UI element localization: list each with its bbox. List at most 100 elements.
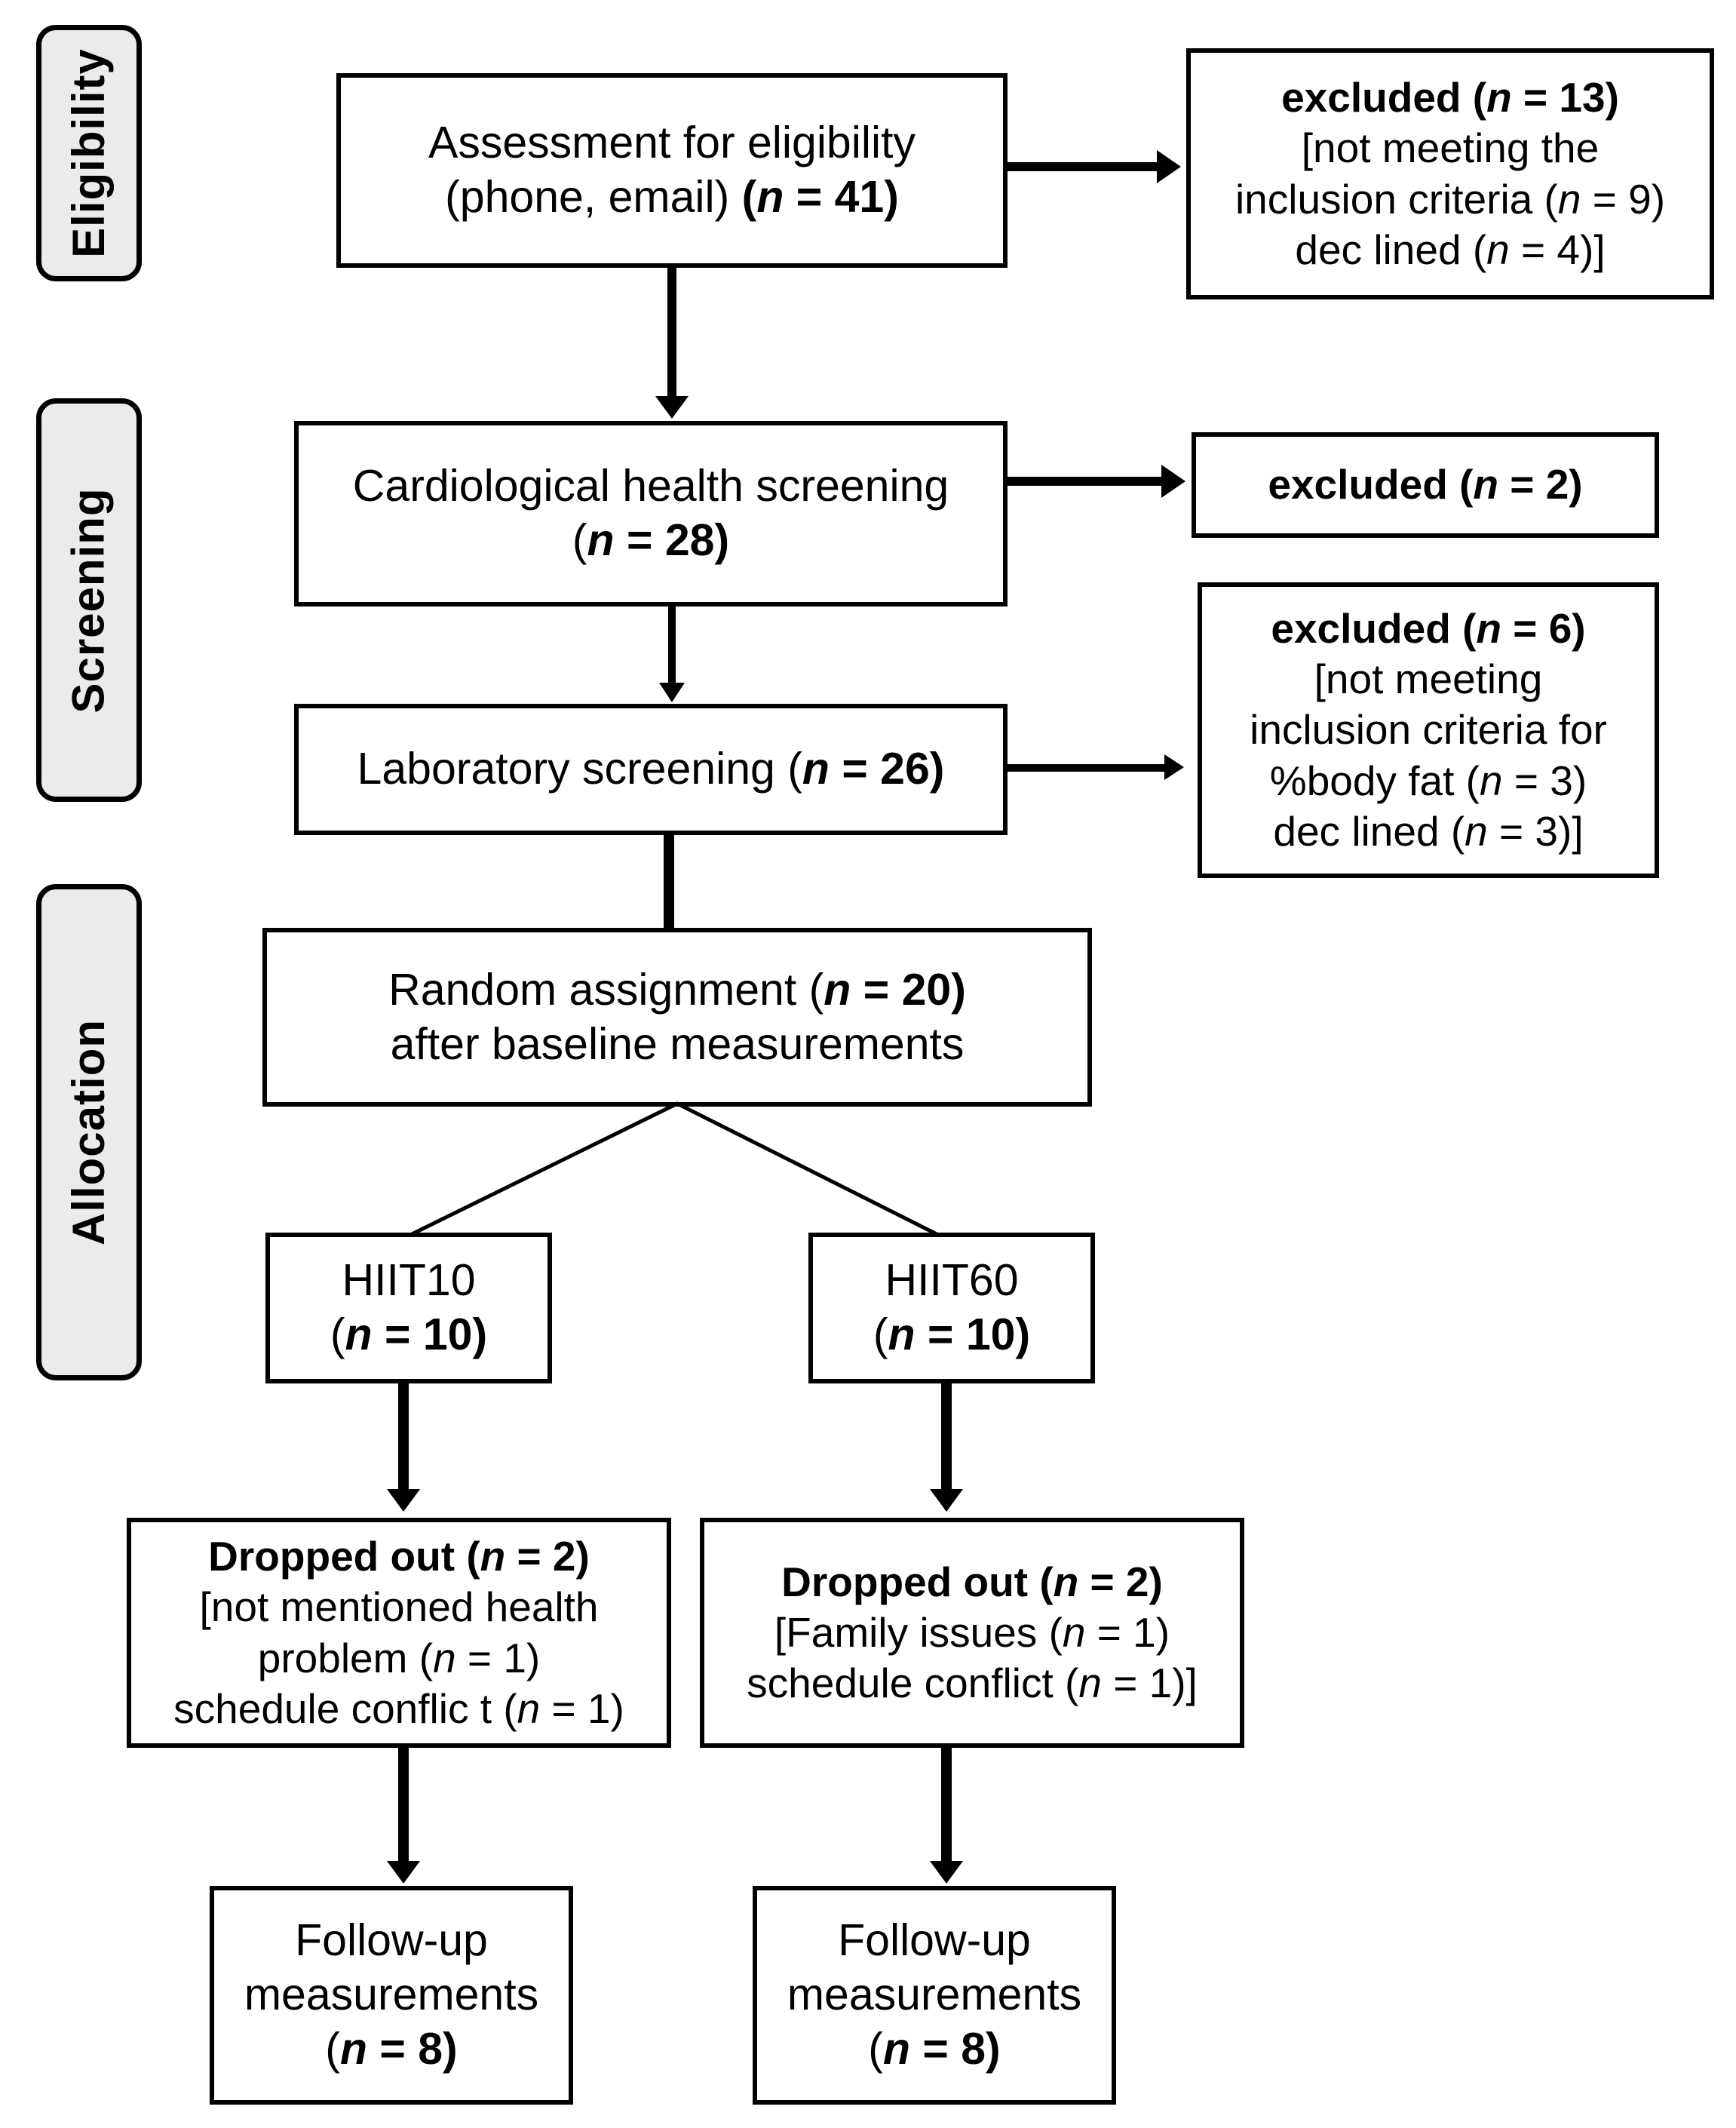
excluded-6-line-2: [not meeting: [1314, 656, 1543, 703]
cardiological-n: n: [587, 515, 615, 565]
excluded-6-n: n: [1476, 605, 1502, 653]
laboratory-label: Laboratory screening (: [357, 744, 802, 794]
followup-left-line-3: (n = 8): [325, 2022, 457, 2077]
arrowhead-cardiological-to-excluded2: [1161, 465, 1185, 498]
excluded-13-line-3-n: n: [1557, 175, 1581, 223]
followup-right-value: = 8): [910, 2023, 1001, 2074]
excluded-13-line-2: [not meeting the: [1301, 124, 1600, 172]
dropped-right-n: n: [1053, 1558, 1079, 1605]
dropped-out-hiit10-box: Dropped out (n = 2) [not mentioned healt…: [127, 1518, 671, 1748]
laboratory-screening-box: Laboratory screening (n = 26): [294, 704, 1008, 835]
dropped-left-line-1: Dropped out (n = 2): [208, 1531, 590, 1582]
excluded-13-n: n: [1486, 74, 1512, 121]
dropped-left-value: = 2): [505, 1533, 590, 1580]
followup-right-line-1: Follow-up: [838, 1915, 1031, 1966]
followup-left-line-2: measurements: [244, 1970, 539, 2020]
laboratory-value: = 26): [829, 744, 945, 794]
excluded-6-line-4-b: = 3): [1502, 757, 1587, 804]
excluded-13-line-4-n: n: [1486, 226, 1510, 273]
followup-right-line-2: measurements: [787, 1970, 1082, 2020]
arrowhead-dropped-to-followup-left: [387, 1861, 420, 1884]
connector-cardiological-to-laboratory: [668, 606, 676, 686]
laboratory-line-1: Laboratory screening (n = 26): [357, 742, 945, 797]
connector-dropped-to-followup-left: [398, 1748, 409, 1865]
excluded-13-line-3-a: inclusion criteria (: [1235, 175, 1558, 223]
arrowhead-hiit10-to-dropped: [387, 1489, 420, 1512]
hiit10-n: n: [345, 1310, 373, 1359]
connector-cardiological-to-excluded2: [1008, 477, 1163, 486]
followup-right-line-3-a: (: [868, 2023, 883, 2074]
excluded-6-label: excluded (: [1271, 605, 1477, 653]
assessment-line-2-n: n: [756, 172, 784, 222]
stage-label-allocation: Allocation: [36, 884, 142, 1380]
excluded-6-line-4: %body fat (n = 3): [1270, 756, 1587, 806]
arrowhead-cardiological-to-laboratory: [659, 683, 685, 702]
stage-label-screening: Screening: [36, 398, 142, 802]
cardiological-line-2: (n = 28): [572, 514, 729, 568]
hiit10-line-2: (n = 10): [330, 1308, 487, 1362]
dropped-right-line-3-b: = 1)]: [1101, 1660, 1198, 1707]
excluded-13-value: = 13): [1511, 74, 1619, 121]
excluded-6-box: excluded (n = 6) [not meeting inclusion …: [1198, 582, 1659, 878]
hiit60-line-1: HIIT60: [885, 1255, 1019, 1306]
stage-label-allocation-text: Allocation: [63, 1018, 115, 1246]
assessment-line-2: (phone, email) (n = 41): [445, 170, 899, 225]
followup-right-n: n: [882, 2023, 910, 2074]
excluded-6-line-4-n: n: [1480, 757, 1503, 804]
random-assignment-n: n: [824, 964, 851, 1015]
assessment-for-eligibility-box: Assessment for eligibility (phone, email…: [336, 73, 1008, 268]
random-assignment-box: Random assignment (n = 20) after baselin…: [262, 928, 1092, 1107]
excluded-13-line-1: excluded (n = 13): [1281, 72, 1619, 123]
excluded-6-line-5-a: dec lined (: [1273, 807, 1465, 855]
arrowhead-dropped-to-followup-right: [930, 1861, 963, 1884]
connector-assessment-to-cardiological: [667, 268, 676, 400]
excluded-13-line-3-b: = 9): [1581, 175, 1666, 223]
dropped-left-line-3-n: n: [433, 1634, 456, 1681]
excluded-6-line-5: dec lined (n = 3)]: [1273, 806, 1583, 857]
excluded-2-box: excluded (n = 2): [1192, 432, 1659, 538]
random-assignment-line-2: after baseline measurements: [390, 1018, 965, 1069]
dropped-left-line-2: [not mentioned health: [199, 1583, 599, 1631]
followup-left-line-1: Follow-up: [295, 1915, 488, 1966]
dropped-left-line-3-a: problem (: [257, 1634, 434, 1681]
dropped-right-value: = 2): [1078, 1558, 1163, 1605]
hiit10-value: = 10): [372, 1310, 488, 1359]
random-assignment-label: Random assignment (: [388, 964, 824, 1015]
dropped-left-n: n: [480, 1533, 506, 1580]
assessment-line-1: Assessment for eligibility: [428, 118, 916, 168]
random-assignment-value: = 20): [851, 964, 966, 1015]
assessment-line-2-a: (phone, email): [445, 172, 742, 222]
connector-hiit10-to-dropped: [398, 1383, 409, 1493]
dropped-right-line-2-b: = 1): [1085, 1608, 1170, 1656]
stage-label-screening-text: Screening: [63, 487, 115, 714]
excluded-13-line-4-a: dec lined (: [1295, 226, 1487, 273]
dropped-right-line-2-n: n: [1062, 1608, 1086, 1656]
dropped-left-line-4: schedule conflic t (n = 1): [173, 1684, 624, 1734]
follow-up-measurements-hiit60-box: Follow-up measurements (n = 8): [753, 1886, 1116, 2105]
dropped-right-line-2-a: [Family issues (: [774, 1608, 1063, 1656]
branch-connector-random-to-groups: [404, 1101, 944, 1239]
hiit60-group-box: HIIT60 (n = 10): [808, 1233, 1095, 1383]
excluded-13-box: excluded (n = 13) [not meeting the inclu…: [1186, 48, 1714, 299]
cardiological-value: = 28): [614, 515, 730, 565]
follow-up-measurements-hiit10-box: Follow-up measurements (n = 8): [210, 1886, 573, 2105]
connector-hiit60-to-dropped: [941, 1383, 952, 1493]
dropped-right-line-3: schedule conflict (n = 1)]: [747, 1658, 1198, 1709]
excluded-13-line-4-b: = 4)]: [1509, 226, 1606, 273]
dropped-left-line-3-b: = 1): [455, 1634, 541, 1681]
excluded-2-value: = 2): [1498, 461, 1583, 508]
dropped-right-line-1: Dropped out (n = 2): [781, 1557, 1163, 1608]
dropped-right-label: Dropped out (: [781, 1558, 1054, 1605]
excluded-2-line-1: excluded (n = 2): [1268, 459, 1582, 510]
arrowhead-laboratory-to-excluded6: [1164, 754, 1184, 780]
hiit60-line-2-a: (: [873, 1310, 888, 1359]
followup-left-n: n: [339, 2023, 367, 2074]
dropped-right-line-3-a: schedule conflict (: [747, 1660, 1079, 1707]
cardiological-line-1: Cardiological health screening: [352, 461, 949, 511]
excluded-13-line-4: dec lined (n = 4)]: [1295, 225, 1605, 275]
cardiological-line-2-a: (: [572, 515, 587, 565]
dropped-left-line-3: problem (n = 1): [258, 1633, 541, 1684]
connector-laboratory-to-random: [664, 835, 674, 933]
connector-laboratory-to-excluded6: [1008, 764, 1166, 772]
